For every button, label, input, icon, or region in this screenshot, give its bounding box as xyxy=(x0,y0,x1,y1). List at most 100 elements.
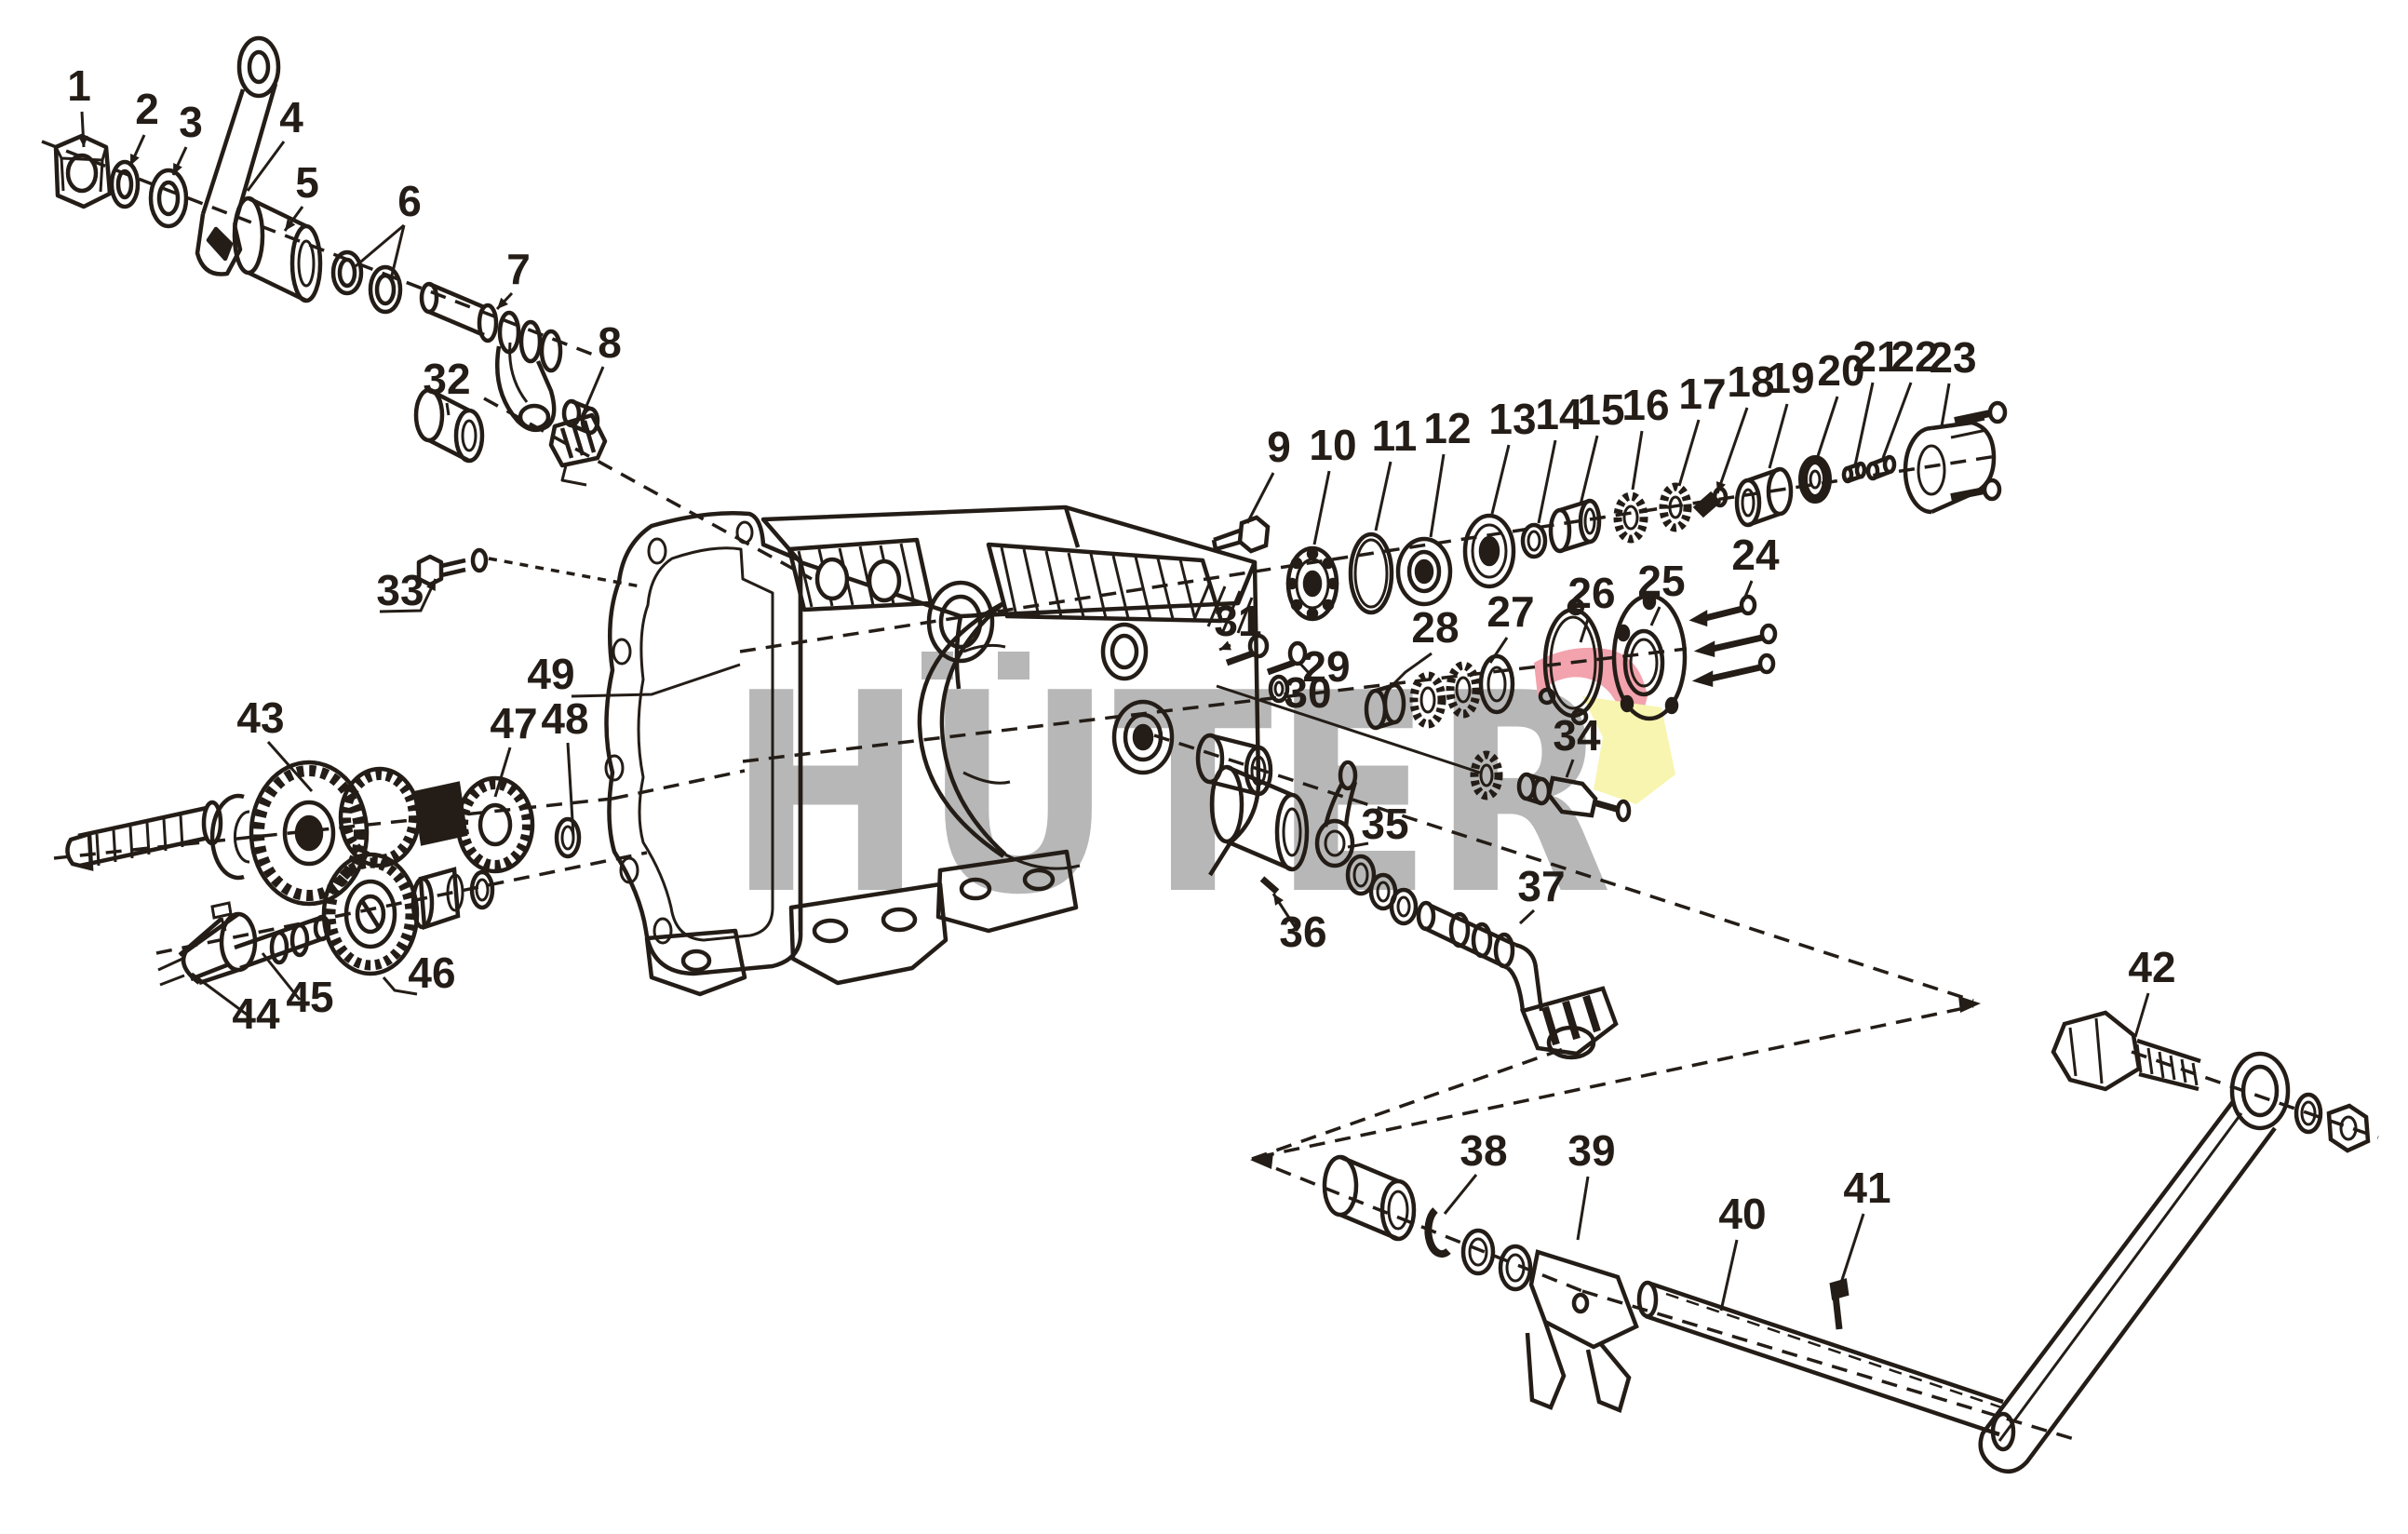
gearbox-housing xyxy=(604,505,1273,997)
callout-label-40: 40 xyxy=(1718,1190,1766,1238)
part-bearing-20 xyxy=(1798,455,1832,504)
callout-label-35: 35 xyxy=(1361,800,1408,848)
callout-label-18: 18 xyxy=(1727,357,1774,406)
callout-label-31: 31 xyxy=(1214,597,1261,645)
callout-leader xyxy=(1490,444,1511,515)
callout-label-38: 38 xyxy=(1460,1126,1507,1175)
part-washer-46b xyxy=(469,869,495,910)
part-pin-36 xyxy=(1259,876,1280,895)
callout-label-41: 41 xyxy=(1843,1164,1890,1212)
callout-label-30: 30 xyxy=(1284,668,1331,717)
callout-label-17: 17 xyxy=(1678,370,1726,418)
callout-label-26: 26 xyxy=(1567,569,1615,617)
part-shift-arm-37 xyxy=(1416,900,1619,1060)
callout-label-42: 42 xyxy=(2128,943,2175,991)
part-oring-11 xyxy=(1348,532,1394,615)
callout-leader xyxy=(1429,453,1446,538)
callout-leader xyxy=(389,224,406,280)
part-cone-bearing xyxy=(410,867,464,931)
callout-leader xyxy=(580,366,605,418)
callout-label-44: 44 xyxy=(232,989,280,1038)
callout-leader xyxy=(1312,470,1331,545)
parts-chain-1-8 xyxy=(53,35,608,587)
part-orings-6 xyxy=(330,249,403,315)
callout-label-24: 24 xyxy=(1731,531,1780,579)
huter-watermark: HUTER xyxy=(728,634,1612,955)
callout-label-11: 11 xyxy=(1372,411,1418,460)
part-bushing-38 xyxy=(1322,1154,1417,1242)
callout-leader xyxy=(1245,472,1275,524)
callout-leader xyxy=(1715,407,1749,494)
callout-label-2: 2 xyxy=(135,85,159,133)
callout-label-49: 49 xyxy=(527,650,574,698)
part-star-gear-28b xyxy=(1409,671,1446,729)
callout-label-27: 27 xyxy=(1487,587,1534,636)
callout-label-39: 39 xyxy=(1567,1126,1615,1175)
callout-label-10: 10 xyxy=(1309,421,1356,469)
part-fork-39 xyxy=(1525,1249,1639,1414)
callout-label-13: 13 xyxy=(1488,395,1536,443)
callout-leader xyxy=(379,578,437,613)
callout-label-23: 23 xyxy=(1929,333,1976,382)
part-screw-18 xyxy=(1692,486,1729,518)
callout-label-15: 15 xyxy=(1577,385,1624,434)
part-cup-27b xyxy=(1478,653,1515,715)
callout-leader xyxy=(566,742,575,837)
part-bushing-35 xyxy=(1209,764,1310,872)
huter-logo-mark xyxy=(1534,647,1675,804)
callout-leader xyxy=(382,976,418,996)
axis-arrowheads xyxy=(1250,996,1981,1169)
callout-leader xyxy=(1579,618,1590,643)
callout-arrowhead xyxy=(1715,481,1726,493)
callout-label-1: 1 xyxy=(67,61,91,110)
callout-leader xyxy=(1839,1213,1865,1284)
callout-label-48: 48 xyxy=(541,694,588,743)
callout-label-32: 32 xyxy=(423,355,470,403)
callout-arrowhead xyxy=(497,297,508,309)
callout-label-16: 16 xyxy=(1621,381,1669,429)
callout-leader xyxy=(1742,580,1754,602)
callout-leader xyxy=(1768,403,1789,469)
part-bolt-lever-42 xyxy=(1978,1010,2371,1474)
callout-label-9: 9 xyxy=(1267,423,1291,471)
callout-leader xyxy=(1719,1239,1739,1312)
callout-label-4: 4 xyxy=(279,93,303,141)
callout-leader xyxy=(191,972,250,1018)
part-circlip-38b xyxy=(1424,1207,1451,1258)
callout-leader xyxy=(1853,382,1875,466)
callout-arrowhead xyxy=(130,154,140,166)
callout-leader xyxy=(1283,692,1293,702)
callout-leader xyxy=(1390,652,1433,688)
callout-arrowhead xyxy=(78,135,88,147)
part-bushing-5 xyxy=(232,195,323,303)
part-bolt-34 xyxy=(1470,750,1632,823)
callout-leader xyxy=(493,747,512,798)
part-pin-41 xyxy=(1829,1278,1850,1330)
callout-leader xyxy=(1518,908,1536,925)
callout-leader xyxy=(1298,661,1312,676)
callout-leader xyxy=(246,141,286,192)
part-cover-25 xyxy=(1611,592,1688,721)
callout-leader xyxy=(1940,383,1951,427)
callout-leader xyxy=(1565,759,1575,778)
part-bearing-12 xyxy=(1395,536,1453,607)
part-end-cap-23 xyxy=(1903,400,2008,515)
callout-leader xyxy=(1537,439,1557,524)
callout-leader xyxy=(445,402,451,416)
callout-leader xyxy=(1816,396,1839,457)
callout-label-22: 22 xyxy=(1890,332,1938,381)
callout-label-12: 12 xyxy=(1423,404,1471,452)
callout-label-8: 8 xyxy=(598,318,622,367)
part-orings-38c xyxy=(1460,1228,1533,1292)
part-washer-30 xyxy=(1268,674,1290,704)
callout-leader xyxy=(1677,419,1701,487)
callout-arrowhead xyxy=(1273,894,1284,906)
part-star-washer-27a xyxy=(1446,661,1481,719)
callout-arrowhead xyxy=(426,579,436,591)
callout-arrowhead xyxy=(285,219,296,231)
parts-chain-9-23 xyxy=(1211,400,2008,622)
callout-label-37: 37 xyxy=(1517,862,1565,910)
part-bushing-15 xyxy=(1548,498,1602,554)
callout-label-29: 29 xyxy=(1302,642,1350,691)
